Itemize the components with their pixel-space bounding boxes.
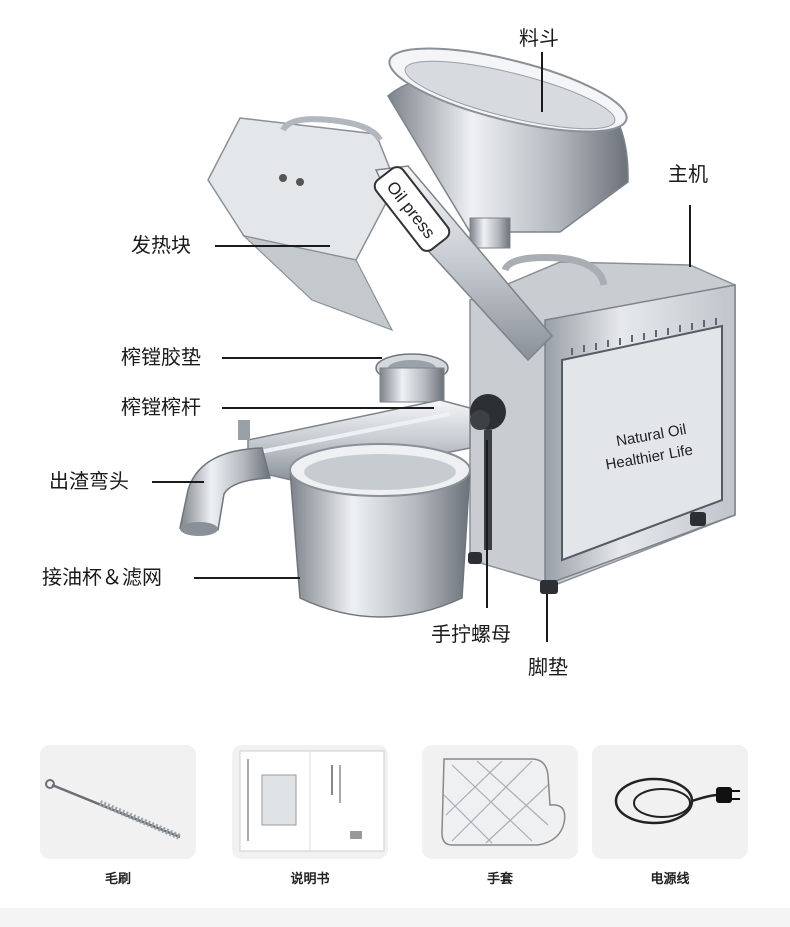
leader-foot-pad	[546, 594, 548, 642]
press-chamber	[375, 353, 449, 403]
front-panel	[561, 324, 723, 562]
callout-press-chamber-gasket: 榨镗胶垫	[121, 345, 201, 369]
power-cord-icon	[614, 777, 740, 825]
callout-hopper: 料斗	[519, 26, 559, 50]
residue-elbow	[179, 447, 271, 536]
leader-press-screw	[222, 407, 434, 409]
callout-heating-block: 发热块	[131, 233, 191, 257]
leader-residue-elbow	[152, 481, 204, 483]
leader-press-chamber-gasket	[222, 357, 382, 359]
press-arm: Oil press	[373, 165, 554, 362]
accessory-label-brush: 毛刷	[104, 872, 131, 887]
oil-press-badge	[373, 166, 451, 252]
accessory-card-power-cord	[592, 745, 748, 859]
heating-block	[207, 116, 397, 332]
brush-icon	[45, 779, 182, 840]
accessory-card-manual	[232, 745, 388, 859]
oil-cup	[289, 443, 471, 618]
callout-foot-pad: 脚垫	[528, 655, 568, 679]
hand-nut	[470, 394, 506, 550]
leader-hand-nut	[486, 440, 488, 608]
leader-main-unit	[689, 205, 691, 267]
callout-main-unit: 主机	[668, 162, 708, 186]
accessory-label-power-cord: 电源线	[650, 872, 690, 887]
callout-oil-cup-filter: 接油杯＆滤网	[42, 565, 162, 589]
oil-press-illustration: Natural Oil Healthier Life Oil press	[179, 47, 736, 618]
leader-hopper	[541, 52, 543, 112]
hopper	[387, 47, 629, 249]
vent-slots	[571, 318, 717, 355]
leader-heating-block	[215, 245, 330, 247]
manual-icon	[239, 750, 385, 852]
accessory-label-manual: 说明书	[290, 872, 330, 887]
callout-hand-nut: 手拧螺母	[431, 622, 511, 646]
glove-icon	[441, 758, 566, 846]
accessory-card-brush	[40, 745, 196, 859]
callout-residue-elbow: 出渣弯头	[49, 469, 129, 493]
accessory-card-glove	[422, 745, 578, 859]
accessory-label-glove: 手套	[486, 872, 513, 887]
callout-press-screw: 榨镗榨杆	[121, 395, 201, 419]
foot-pad	[540, 580, 558, 594]
footer-band	[0, 908, 790, 927]
leader-oil-cup-filter	[194, 577, 300, 579]
